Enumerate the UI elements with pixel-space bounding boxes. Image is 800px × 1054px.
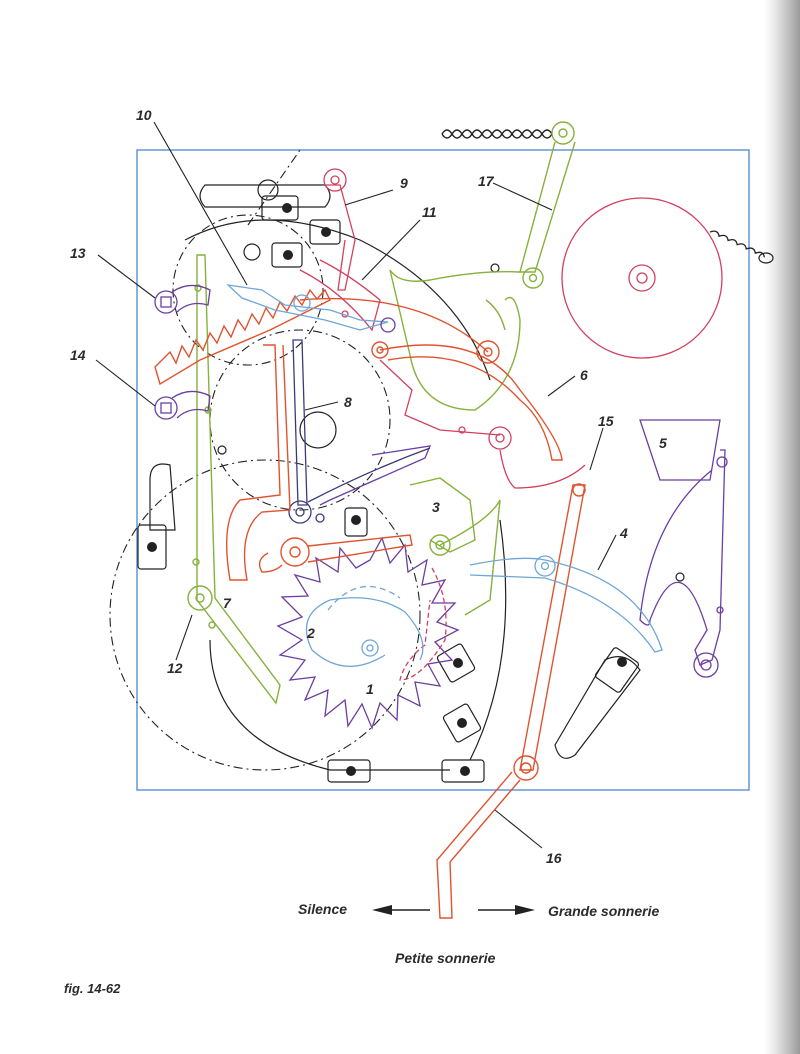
page-edge-shadow — [764, 0, 800, 1054]
label-3: 3 — [432, 499, 440, 515]
light-blue-parts — [226, 284, 663, 667]
label-4: 4 — [619, 525, 628, 541]
label-silence: Silence — [298, 901, 347, 917]
label-7: 7 — [223, 595, 232, 611]
red-orange-parts — [154, 288, 586, 919]
label-grande-sonnerie: Grande sonnerie — [548, 903, 659, 919]
label-12: 12 — [167, 660, 183, 676]
label-8: 8 — [344, 394, 352, 410]
flywheel — [561, 197, 774, 359]
plate-features — [109, 149, 685, 783]
label-petite-sonnerie: Petite sonnerie — [395, 950, 496, 966]
label-11: 11 — [422, 204, 437, 220]
figure-caption: fig. 14-62 — [64, 981, 121, 996]
rack-12 — [187, 254, 501, 705]
label-6: 6 — [580, 367, 588, 383]
spring-17 — [441, 129, 553, 139]
label-17: 17 — [478, 173, 495, 189]
leader-lines — [95, 121, 617, 849]
label-2: 2 — [306, 625, 315, 641]
lever-17 — [389, 121, 576, 411]
label-5: 5 — [659, 435, 667, 451]
label-13: 13 — [70, 245, 86, 261]
pink-parts — [299, 168, 586, 681]
part-labels: 1 2 3 4 5 6 7 8 9 10 11 12 13 14 15 16 1… — [70, 107, 667, 866]
selector-indicator: Silence Grande sonnerie Petite sonnerie — [298, 901, 659, 966]
lever-8 — [288, 339, 431, 524]
plate-frame — [136, 149, 750, 791]
label-15: 15 — [598, 413, 614, 429]
purple-parts — [154, 284, 728, 730]
label-14: 14 — [70, 347, 86, 363]
label-16: 16 — [546, 850, 562, 866]
label-10: 10 — [136, 107, 152, 123]
label-1: 1 — [366, 681, 374, 697]
label-9: 9 — [400, 175, 408, 191]
